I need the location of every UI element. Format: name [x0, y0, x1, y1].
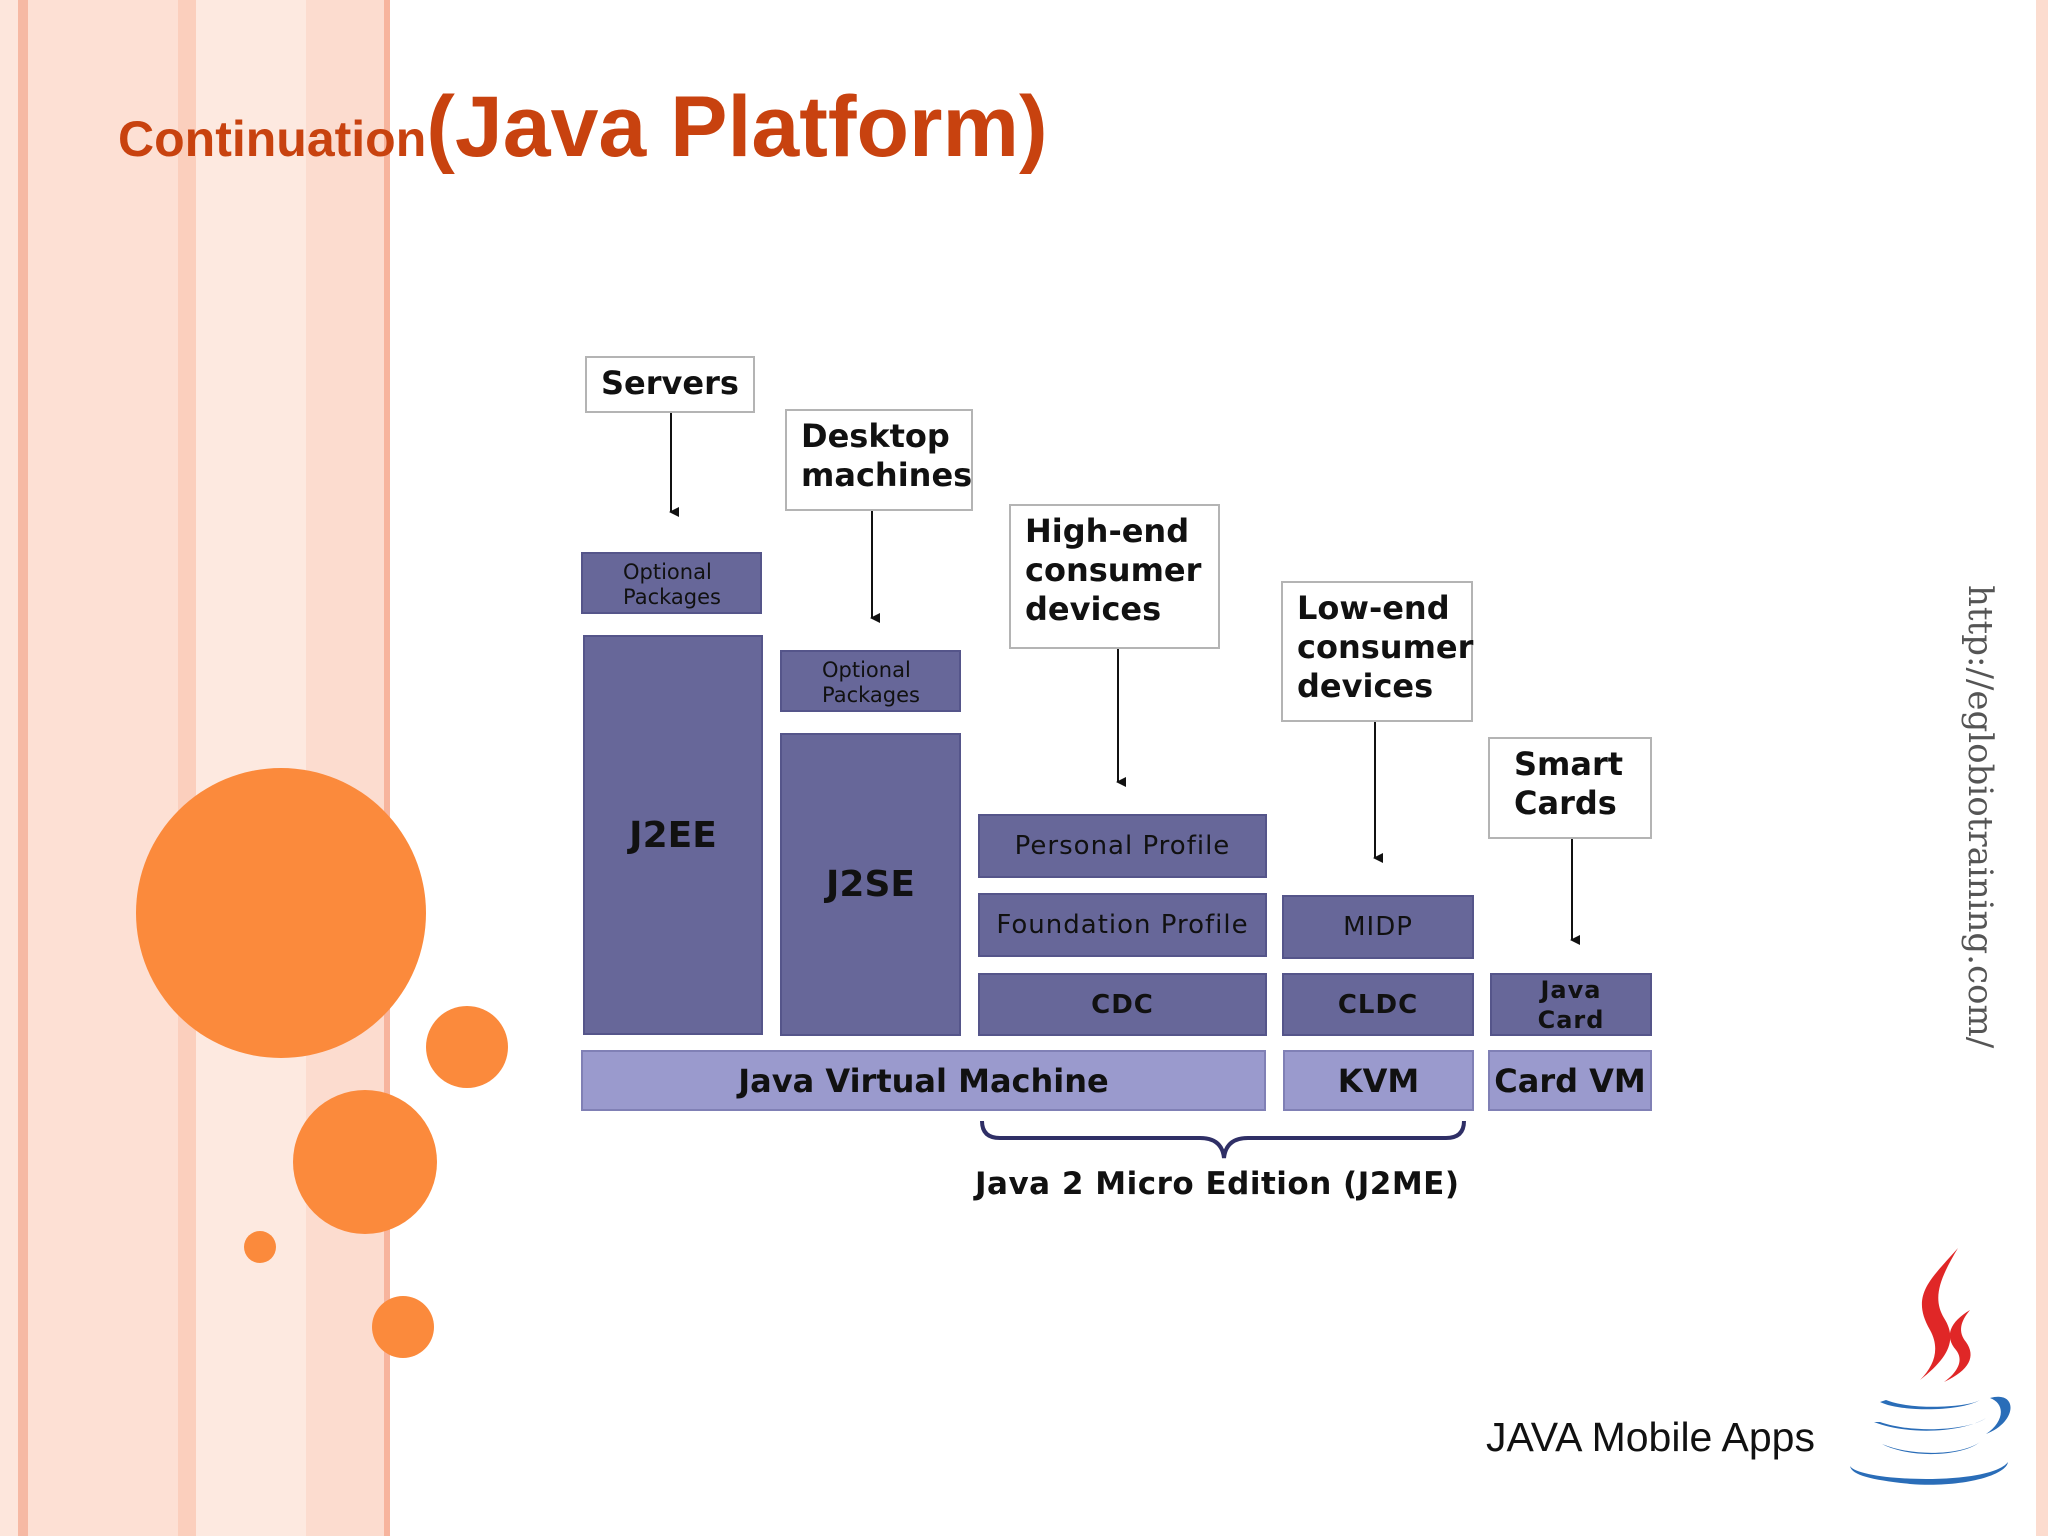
- java-logo-icon: [1850, 1248, 2011, 1485]
- background-stripe: [306, 0, 384, 1536]
- smart-cards-label: Smart Cards: [1488, 737, 1652, 839]
- desktop-machines-label: Desktop machines: [785, 409, 973, 511]
- midp-block: MIDP: [1282, 895, 1474, 959]
- servers-label: Servers: [585, 356, 755, 413]
- background-stripe: [178, 0, 196, 1536]
- title-prefix: Continuation: [118, 111, 427, 167]
- slide-title: Continuation(Java Platform): [118, 78, 1048, 177]
- small-circle: [244, 1231, 276, 1263]
- j2me-caption: Java 2 Micro Edition (J2ME): [975, 1166, 1460, 1202]
- cdc-block: CDC: [978, 973, 1267, 1036]
- footer-text: JAVA Mobile Apps: [1486, 1414, 1815, 1460]
- decorative-circles: [136, 768, 508, 1358]
- j2me-brace: [980, 1120, 1466, 1159]
- circle: [372, 1296, 434, 1358]
- large-circle: [136, 768, 426, 1058]
- card-vm-block: Card VM: [1488, 1050, 1652, 1111]
- foundation-profile-block: Foundation Profile: [978, 893, 1267, 957]
- background-stripe: [28, 0, 178, 1536]
- background-stripe: [196, 0, 306, 1536]
- circle: [293, 1090, 437, 1234]
- kvm-block: KVM: [1283, 1050, 1474, 1111]
- background-stripe: [0, 0, 18, 1536]
- circle: [426, 1006, 508, 1088]
- java-virtual-machine-block: Java Virtual Machine: [581, 1050, 1266, 1111]
- side-url: http://eglobiotraining.com/: [1960, 585, 2000, 1049]
- title-main: (Java Platform): [426, 79, 1048, 175]
- high-end-devices-label: High-end consumer devices: [1009, 504, 1220, 649]
- j2se-block: J2SE: [780, 733, 961, 1036]
- background-stripe: [2036, 0, 2048, 1536]
- cldc-block: CLDC: [1282, 973, 1474, 1036]
- personal-profile-block: Personal Profile: [978, 814, 1267, 878]
- j2ee-block: J2EE: [583, 635, 763, 1035]
- background-stripe: [384, 0, 390, 1536]
- low-end-devices-label: Low-end consumer devices: [1281, 581, 1473, 722]
- background-stripe: [18, 0, 28, 1536]
